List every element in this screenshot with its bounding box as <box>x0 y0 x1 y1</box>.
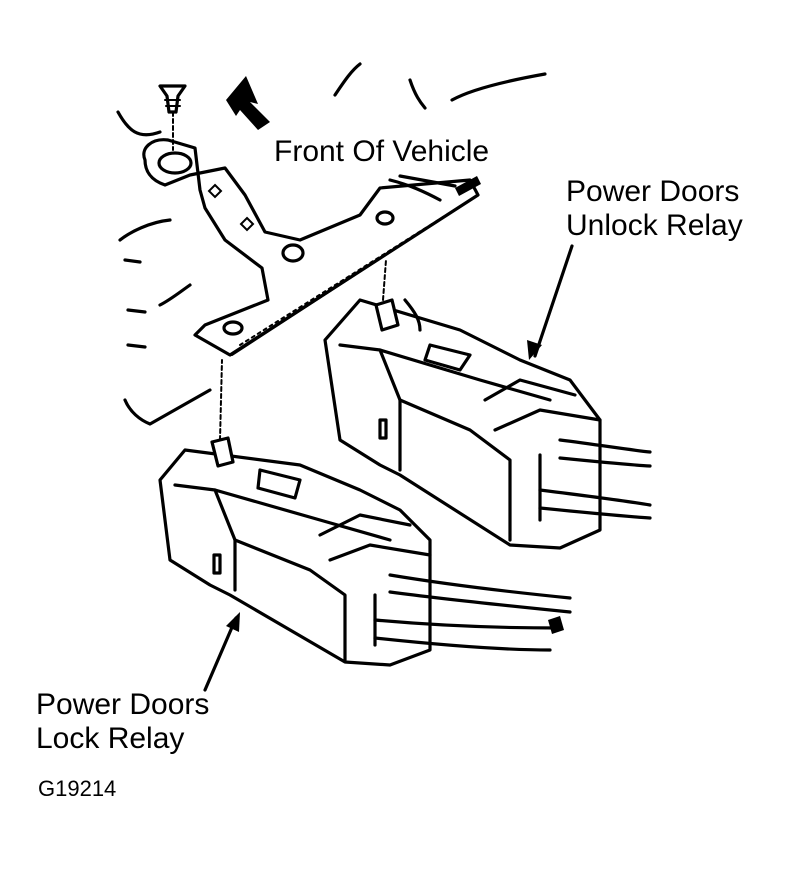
mounting-screw-top <box>158 84 187 151</box>
figure-id: G19214 <box>38 776 117 801</box>
unlock-relay-body <box>323 259 602 550</box>
lock-relay-label-line2: Lock Relay <box>36 722 185 755</box>
unlock-relay-wires <box>538 438 652 520</box>
front-direction-arrow <box>226 76 270 130</box>
lock-relay-label-line1: Power Doors <box>36 688 210 721</box>
lock-relay-wires <box>373 573 572 652</box>
vehicle-body-outline <box>116 62 547 426</box>
mounting-bracket <box>142 138 481 357</box>
front-of-vehicle-label: Front Of Vehicle <box>274 135 490 168</box>
callout-leaders <box>203 174 574 692</box>
unlock-relay-label-line2: Unlock Relay <box>566 209 743 242</box>
unlock-relay-label-line1: Power Doors <box>566 175 740 208</box>
